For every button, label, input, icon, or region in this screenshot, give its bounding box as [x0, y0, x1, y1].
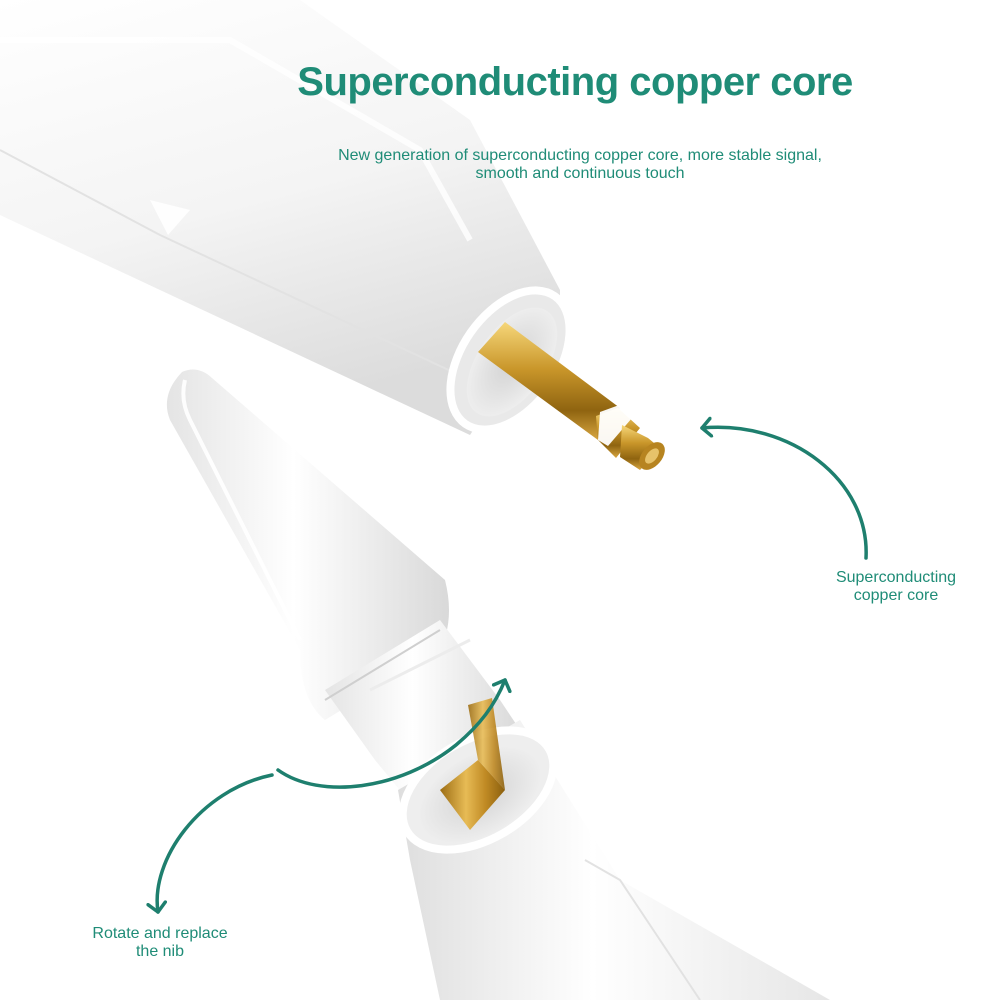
- page-title: Superconducting copper core: [297, 60, 853, 104]
- copper-core-arrow: [700, 416, 868, 560]
- copper-core-top: [478, 322, 665, 470]
- rotate-arrow: [276, 678, 512, 789]
- copper-core-bottom: [440, 698, 505, 830]
- nib-label: Rotate and replace the nib: [60, 925, 260, 961]
- copper-core-label: Superconducting copper core: [800, 569, 992, 605]
- copper-core-label-line-1: Superconducting: [835, 569, 957, 586]
- subtitle-line-2: smooth and continuous touch: [475, 165, 685, 182]
- lower-pencil-body: [398, 720, 830, 1000]
- copper-core-label-line-2: copper core: [853, 587, 939, 604]
- page-subtitle: New generation of superconducting copper…: [270, 147, 890, 183]
- nib-label-line-2: the nib: [135, 943, 185, 960]
- rotate-nib-arrow: [146, 773, 274, 914]
- nib-label-line-1: Rotate and replace: [92, 925, 228, 942]
- subtitle-line-1: New generation of superconducting copper…: [338, 147, 822, 164]
